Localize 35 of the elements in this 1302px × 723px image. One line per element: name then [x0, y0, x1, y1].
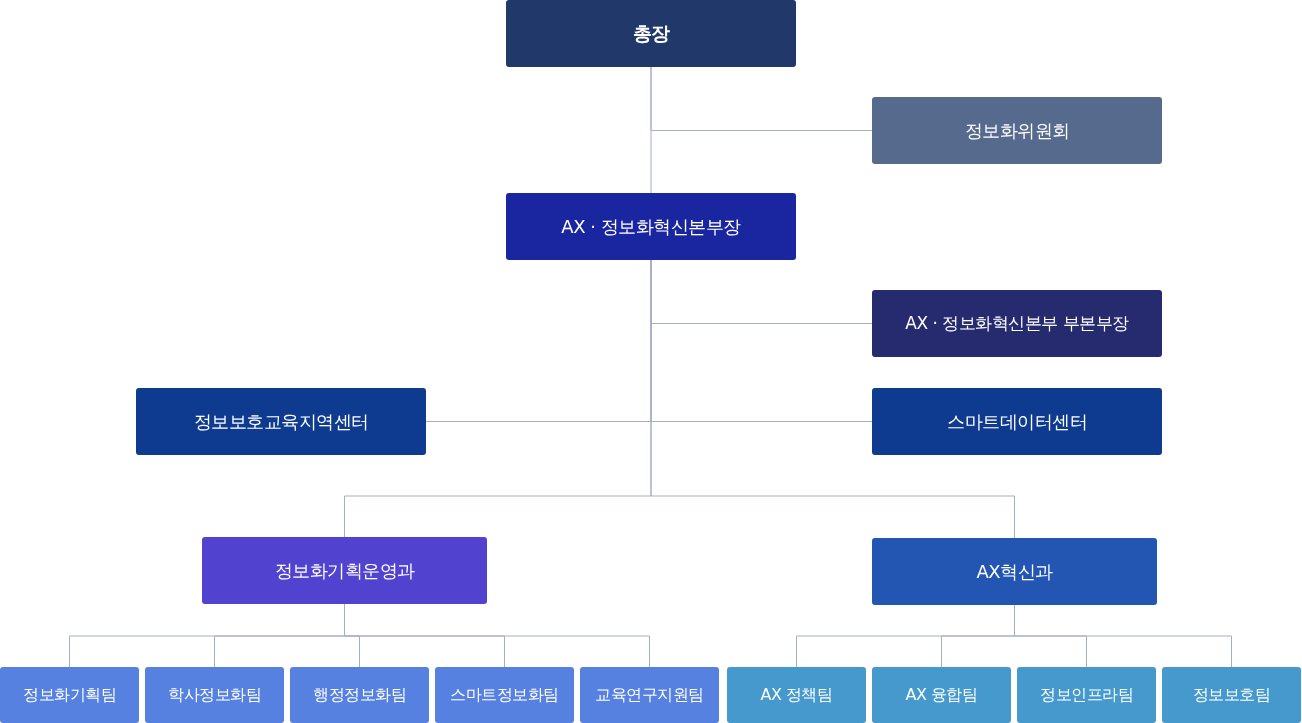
org-box [580, 667, 719, 723]
org-box [1162, 667, 1301, 723]
org-unit-name: 정보인프라팀 [1040, 685, 1133, 705]
org-unit-name: 정보화위원회 [964, 119, 1070, 142]
org-unit-name: 스마트데이터센터 [947, 410, 1087, 433]
org-box [1017, 667, 1156, 723]
org-unit-name: 정보화기획운영과 [274, 559, 415, 582]
connector-line [650, 66, 873, 131]
org-box [506, 193, 796, 260]
org-unit-name: AX 융합팀 [905, 685, 978, 705]
org-unit-name: 스마트정보화팀 [450, 685, 559, 705]
org-box [145, 667, 284, 723]
org-unit-name: 정보보호교육지역센터 [193, 410, 369, 433]
org-box [506, 0, 796, 67]
org-unit-name: AX혁신과 [976, 560, 1053, 583]
org-unit-name: AX · 정보화혁신본부장 [561, 215, 741, 238]
org-box [872, 388, 1162, 455]
org-box [290, 667, 429, 723]
org-unit-name: 학사정보화팀 [168, 685, 261, 705]
org-box [872, 290, 1162, 357]
org-unit-name: 행정정보화팀 [313, 685, 406, 705]
org-unit-name: 총장 [632, 22, 670, 45]
org-unit-name: 정보보호팀 [1192, 685, 1271, 705]
org-box [727, 667, 866, 723]
org-box [0, 667, 139, 723]
org-unit-name: 정보화기획팀 [23, 685, 116, 705]
org-box [202, 537, 487, 604]
org-unit-name: AX · 정보화혁신본부 부본부장 [905, 313, 1129, 334]
org-box [136, 388, 426, 455]
org-box [872, 667, 1011, 723]
org-box [872, 538, 1157, 605]
org-unit-name: 교육연구지원팀 [595, 685, 704, 705]
org-unit-name: AX 정책팀 [760, 685, 833, 705]
org-box [435, 667, 574, 723]
org-box [872, 97, 1162, 164]
